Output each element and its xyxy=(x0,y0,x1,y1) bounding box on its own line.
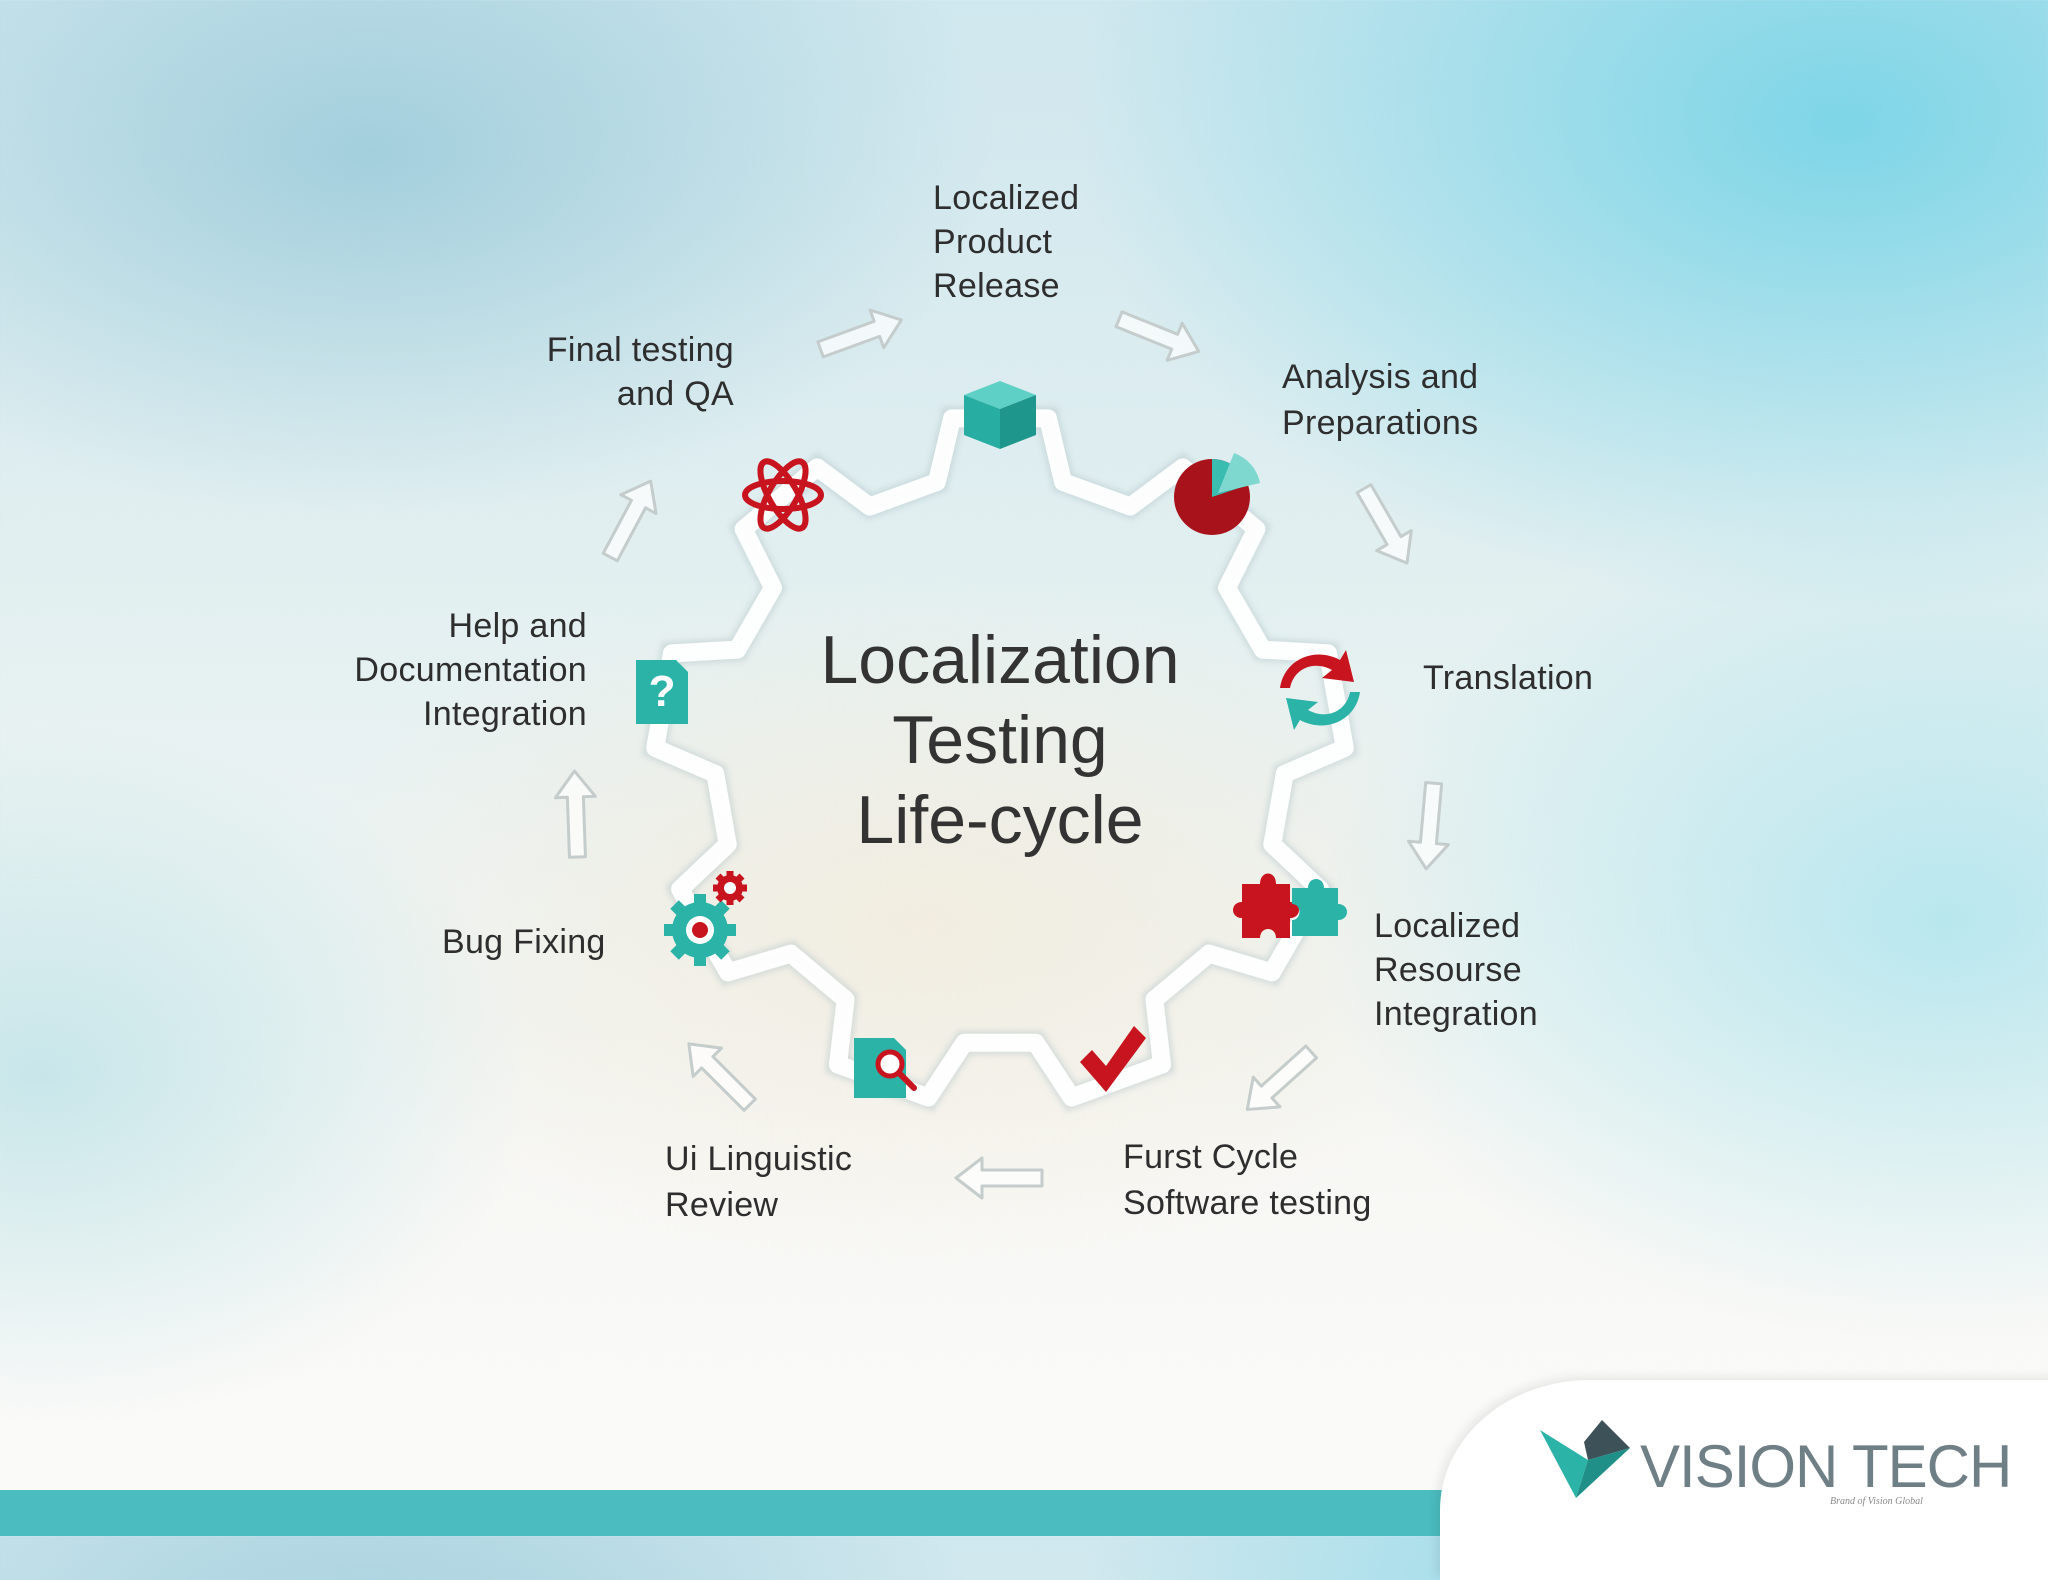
step-label-ui-linguistic-review: Ui Linguistic Review xyxy=(665,1136,852,1228)
arrow-4 xyxy=(1245,1044,1319,1111)
arrow-6 xyxy=(687,1042,757,1112)
diagram-title: Localization Testing Life-cycle xyxy=(730,620,1270,860)
arrow-9 xyxy=(816,308,903,359)
step-label-first-cycle-testing: Furst Cycle Software testing xyxy=(1123,1134,1372,1226)
label-line: Release xyxy=(933,267,1060,305)
label-line: Localized xyxy=(933,179,1080,217)
cube-icon xyxy=(964,381,1036,449)
label-line: Furst Cycle xyxy=(1123,1138,1299,1176)
step-label-help-documentation: Help and Documentation Integration xyxy=(305,604,587,736)
label-line: and QA xyxy=(616,375,734,413)
label-line: Final testing xyxy=(546,331,734,369)
label-line: Resourse xyxy=(1374,951,1522,989)
arrow-3 xyxy=(1407,780,1450,871)
label-line: Analysis and xyxy=(1282,358,1479,396)
arrow-5 xyxy=(954,1156,1044,1200)
arrow-8 xyxy=(601,479,658,563)
label-line: Help and xyxy=(448,607,587,645)
help-document-icon: ? xyxy=(636,660,688,724)
central-gear xyxy=(641,406,1359,1113)
step-label-localized-resource-integration: Localized Resourse Integration xyxy=(1374,904,1538,1036)
title-line: Localization xyxy=(820,622,1180,698)
cycle-arrows xyxy=(553,308,1450,1200)
arrow-1 xyxy=(1114,310,1201,362)
label-line: Documentation xyxy=(354,651,587,689)
label-line: Product xyxy=(933,223,1053,261)
label-line: Integration xyxy=(1374,995,1538,1033)
arrow-2 xyxy=(1355,483,1413,565)
label-line: Bug Fixing xyxy=(442,923,606,961)
gears-icon xyxy=(664,871,747,966)
step-label-analysis: Analysis and Preparations xyxy=(1282,354,1478,446)
label-line: Review xyxy=(665,1186,779,1224)
label-line: Translation xyxy=(1423,659,1594,697)
magnifier-document-icon xyxy=(854,1038,917,1098)
title-line: Life-cycle xyxy=(856,782,1144,858)
logo-text: VISION TECH xyxy=(1640,1433,2012,1500)
pie-chart-icon xyxy=(1174,453,1260,535)
label-line: Localized xyxy=(1374,907,1521,945)
step-label-translation: Translation xyxy=(1423,656,1593,700)
label-line: Integration xyxy=(423,695,587,733)
step-label-final-testing-qa: Final testing and QA xyxy=(510,328,734,416)
svg-text:?: ? xyxy=(649,667,676,716)
arrow-7 xyxy=(553,769,597,859)
label-line: Preparations xyxy=(1282,404,1479,442)
refresh-arrows-icon xyxy=(1280,650,1360,730)
lifecycle-diagram: ? xyxy=(553,308,1450,1200)
step-label-localized-product-release: Localized Product Release xyxy=(933,176,1079,308)
vision-tech-logo-icon xyxy=(1540,1420,1630,1498)
label-line: Software testing xyxy=(1123,1184,1372,1222)
checkmark-icon xyxy=(1080,1026,1146,1092)
title-line: Testing xyxy=(892,702,1108,778)
logo-tagline: Brand of Vision Global xyxy=(1830,1496,1923,1507)
label-line: Ui Linguistic xyxy=(665,1140,853,1178)
puzzle-icon xyxy=(1233,873,1347,938)
step-label-bug-fixing: Bug Fixing xyxy=(442,920,606,964)
